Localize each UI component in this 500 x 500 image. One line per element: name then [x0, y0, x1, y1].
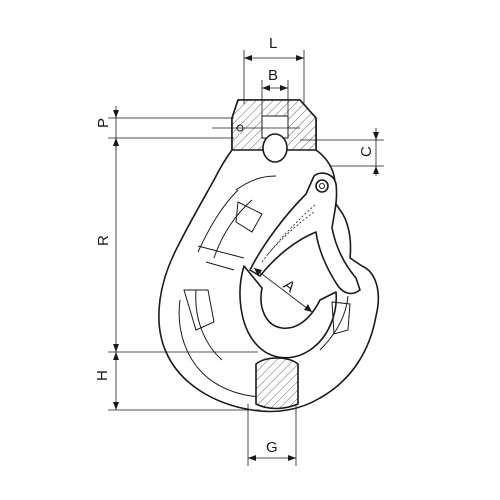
dimension-b: [261, 80, 289, 116]
dimension-g: [247, 404, 297, 466]
eye-bore: [262, 133, 288, 163]
hook-bottom-section: [255, 357, 299, 410]
dimension-h: [108, 352, 260, 411]
label-b: B: [268, 67, 278, 84]
dimension-c: [300, 128, 384, 176]
label-c: C: [358, 146, 375, 157]
label-l: L: [269, 35, 277, 52]
label-r: R: [95, 235, 112, 246]
pin-hole: [236, 124, 244, 132]
latch-pivot: [315, 179, 329, 193]
dimension-r: [108, 138, 258, 353]
safety-latch: [249, 172, 361, 295]
dimension-l: [243, 50, 305, 104]
label-h: H: [94, 370, 111, 381]
dimension-a: [253, 267, 313, 313]
label-g: G: [266, 439, 278, 456]
label-p: P: [95, 118, 112, 128]
hook-throat: [239, 265, 338, 359]
